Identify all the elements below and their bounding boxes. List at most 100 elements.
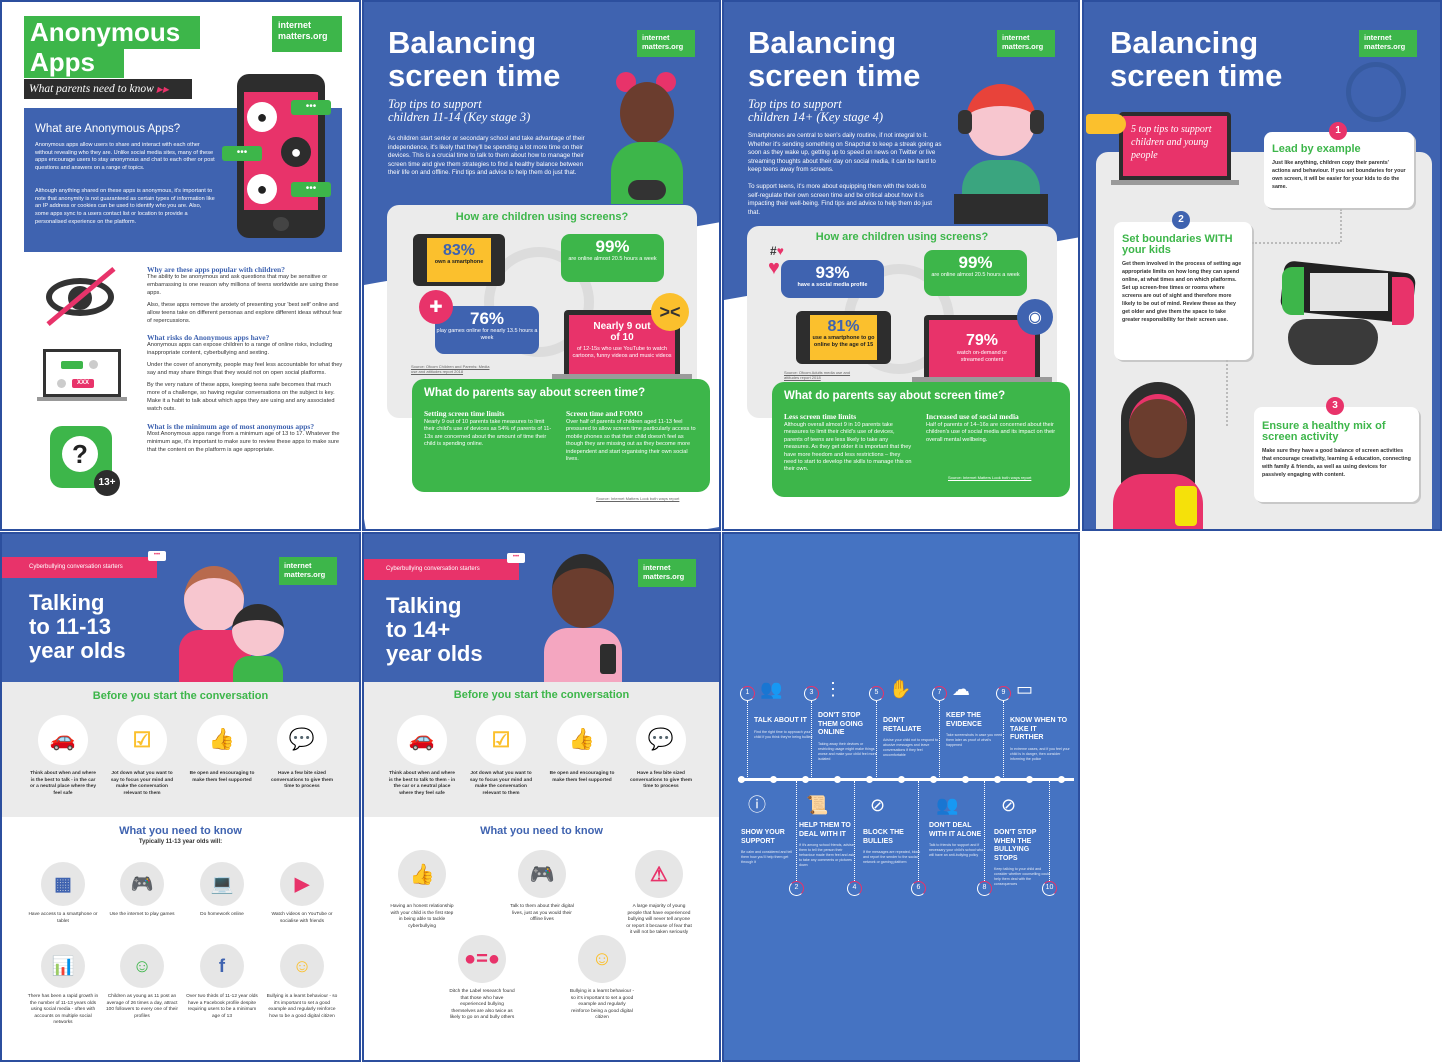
subtitle-bar: What parents need to know ▶▶ [24,79,192,99]
laptop-icon: 💻 [200,862,244,906]
section-subheading: Typically 11-13 year olds will: [138,839,223,845]
item-caption: Children as young as 11 post an average … [106,994,178,1019]
source-note: Source: Ofcom Adults media use and attit… [784,370,851,380]
chat-icon: 💬 [277,715,327,765]
people-chat-icon: 👥 [936,795,959,815]
anonymous-apps-infographic[interactable]: Anonymous Apps What parents need to know… [0,0,361,531]
title-line: Balancing [748,25,897,60]
user-avatar-icon: ● [281,137,311,167]
logo-text: internet [1364,33,1392,42]
stat-value: 93% [815,263,850,282]
timeline-axis [738,778,1074,781]
faq-text: Anonymous apps can expose children to a … [147,342,333,357]
stat-value: 79% [965,332,999,349]
item-caption: Jot down what you want to say to focus y… [469,771,533,796]
item-caption: Having an honest relationship with your … [390,904,454,929]
stat-value: Nearly 9 out of 10 [593,321,651,343]
stat-smartphone: 83%own a smartphone [413,234,505,286]
stat-value: 99% [958,253,993,272]
logo-text: matters.org [642,42,684,51]
title-line-2: Apps [24,49,124,78]
timeline-step-number: 1 [740,686,755,701]
item-caption: Do homework online [200,912,244,917]
people-info-icon: ⓘ [748,795,766,815]
step-title: DON'T DEAL WITH IT ALONE [929,822,982,838]
title-line: screen time [1110,58,1283,93]
tip-title: Ensure a healthy mix of screen activity [1262,420,1386,443]
faq-heading: Why are these apps popular with children… [147,265,285,274]
topic-tag: Cyberbullying conversation starters [2,557,157,578]
traffic-light-icon: ⋮ [824,679,842,699]
timeline-step-number: 7 [932,686,947,701]
stat-smartphone: 81%use a smartphone to go online by the … [796,311,891,364]
chat-bubble-icon: ••• [222,146,262,161]
intro-text: As children start senior or secondary sc… [388,135,585,177]
stat-value: 99% [595,237,630,256]
timeline-connector [747,701,748,779]
box-paragraph: Anonymous apps allow users to share and … [35,142,215,172]
cloud-download-icon: ☁ [952,679,970,699]
step-text: If the messages are repeated, block and … [863,850,921,864]
column-text: Nearly 9 out of 10 parents take measures… [424,419,552,448]
title-line: Talking [29,590,105,615]
column-heading: Increased use of social media [926,412,1019,421]
step-title: SHOW YOUR SUPPORT [741,829,785,845]
stat-label: play games online for nearly 13.5 hours … [436,328,538,341]
stat-value: 83% [442,242,476,259]
logo-text: internet [642,33,670,42]
block-chat-icon: ⊘ [870,795,886,815]
section-heading: How are children using screens? [815,231,989,243]
timeline-node [738,776,745,783]
box-paragraph: Although anything shared on these apps i… [35,188,215,225]
gamepad-icon: ✚ [419,290,453,324]
warning-icon: ⚠ [635,850,683,898]
talking-11-13-infographic[interactable]: Cyberbullying conversation starters ••• … [0,532,361,1062]
timeline-step-number: 4 [847,881,862,896]
column-text: Half of parents of 14–16s are concerned … [926,422,1056,443]
chat-bubble-icon: ••• [291,100,331,115]
talking-14-plus-infographic[interactable]: Cyberbullying conversation starters ••• … [362,532,721,1062]
source-note: Source: Internet Matters Look both ways … [596,496,680,501]
title-line: screen time [748,58,921,93]
stat-value: 81% [827,318,860,335]
subtitle-line: children 14+ (Key stage 4) [748,110,884,124]
tip-text: Get them involved in the process of sett… [1122,261,1242,323]
timeline-connector [876,701,877,779]
faq-heading: What risks do Anonymous apps have? [147,333,270,343]
hashtag-heart-icon: #♥ [770,244,784,258]
title-line: to 14+ [386,617,451,642]
item-caption: Bullying is a learnt behaviour - so it's… [266,994,338,1019]
source-note: Source: Internet Matters Look both ways … [948,475,1032,480]
parent-and-child-illustration [177,564,302,682]
tip-number-badge: 1 [1329,122,1347,140]
item-caption: Be open and encouraging to make them fee… [549,771,615,783]
column-heading: Setting screen time limits [424,409,505,418]
banner-text: 5 top tips to support children and young… [1123,116,1227,176]
item-caption: Jot down what you want to say to focus y… [110,771,174,796]
item-caption: Bullying is a learnt behaviour - so it's… [569,989,635,1021]
faq-column: Why are these apps popular with children… [147,265,343,454]
step-text: Take screenshots in case you need them l… [946,733,1003,747]
subtitle-line: Top tips to support [388,97,482,111]
clock-watermark-icon [484,247,594,357]
timeline-node [1058,776,1065,783]
item-caption: Watch videos on YouTube or socialise wit… [271,912,333,924]
teen-with-phone-illustration [544,554,624,682]
faces-equal-icon: ●=● [458,935,506,983]
